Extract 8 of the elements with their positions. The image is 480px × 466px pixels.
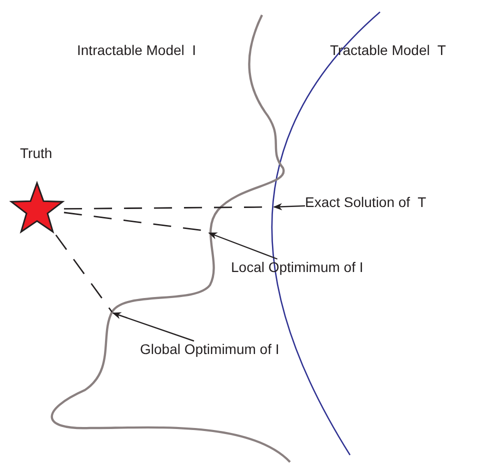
model-label: Intractable Model I [77,42,196,58]
leader-arrow [208,232,278,260]
leader-arrow [273,203,306,210]
callout-label: Exact Solution of T [305,194,426,210]
star-label: Truth [20,145,52,161]
leader-arrow [112,312,194,342]
callout-label: Global Optimimum of I [140,341,280,357]
dashed-line [55,234,113,312]
